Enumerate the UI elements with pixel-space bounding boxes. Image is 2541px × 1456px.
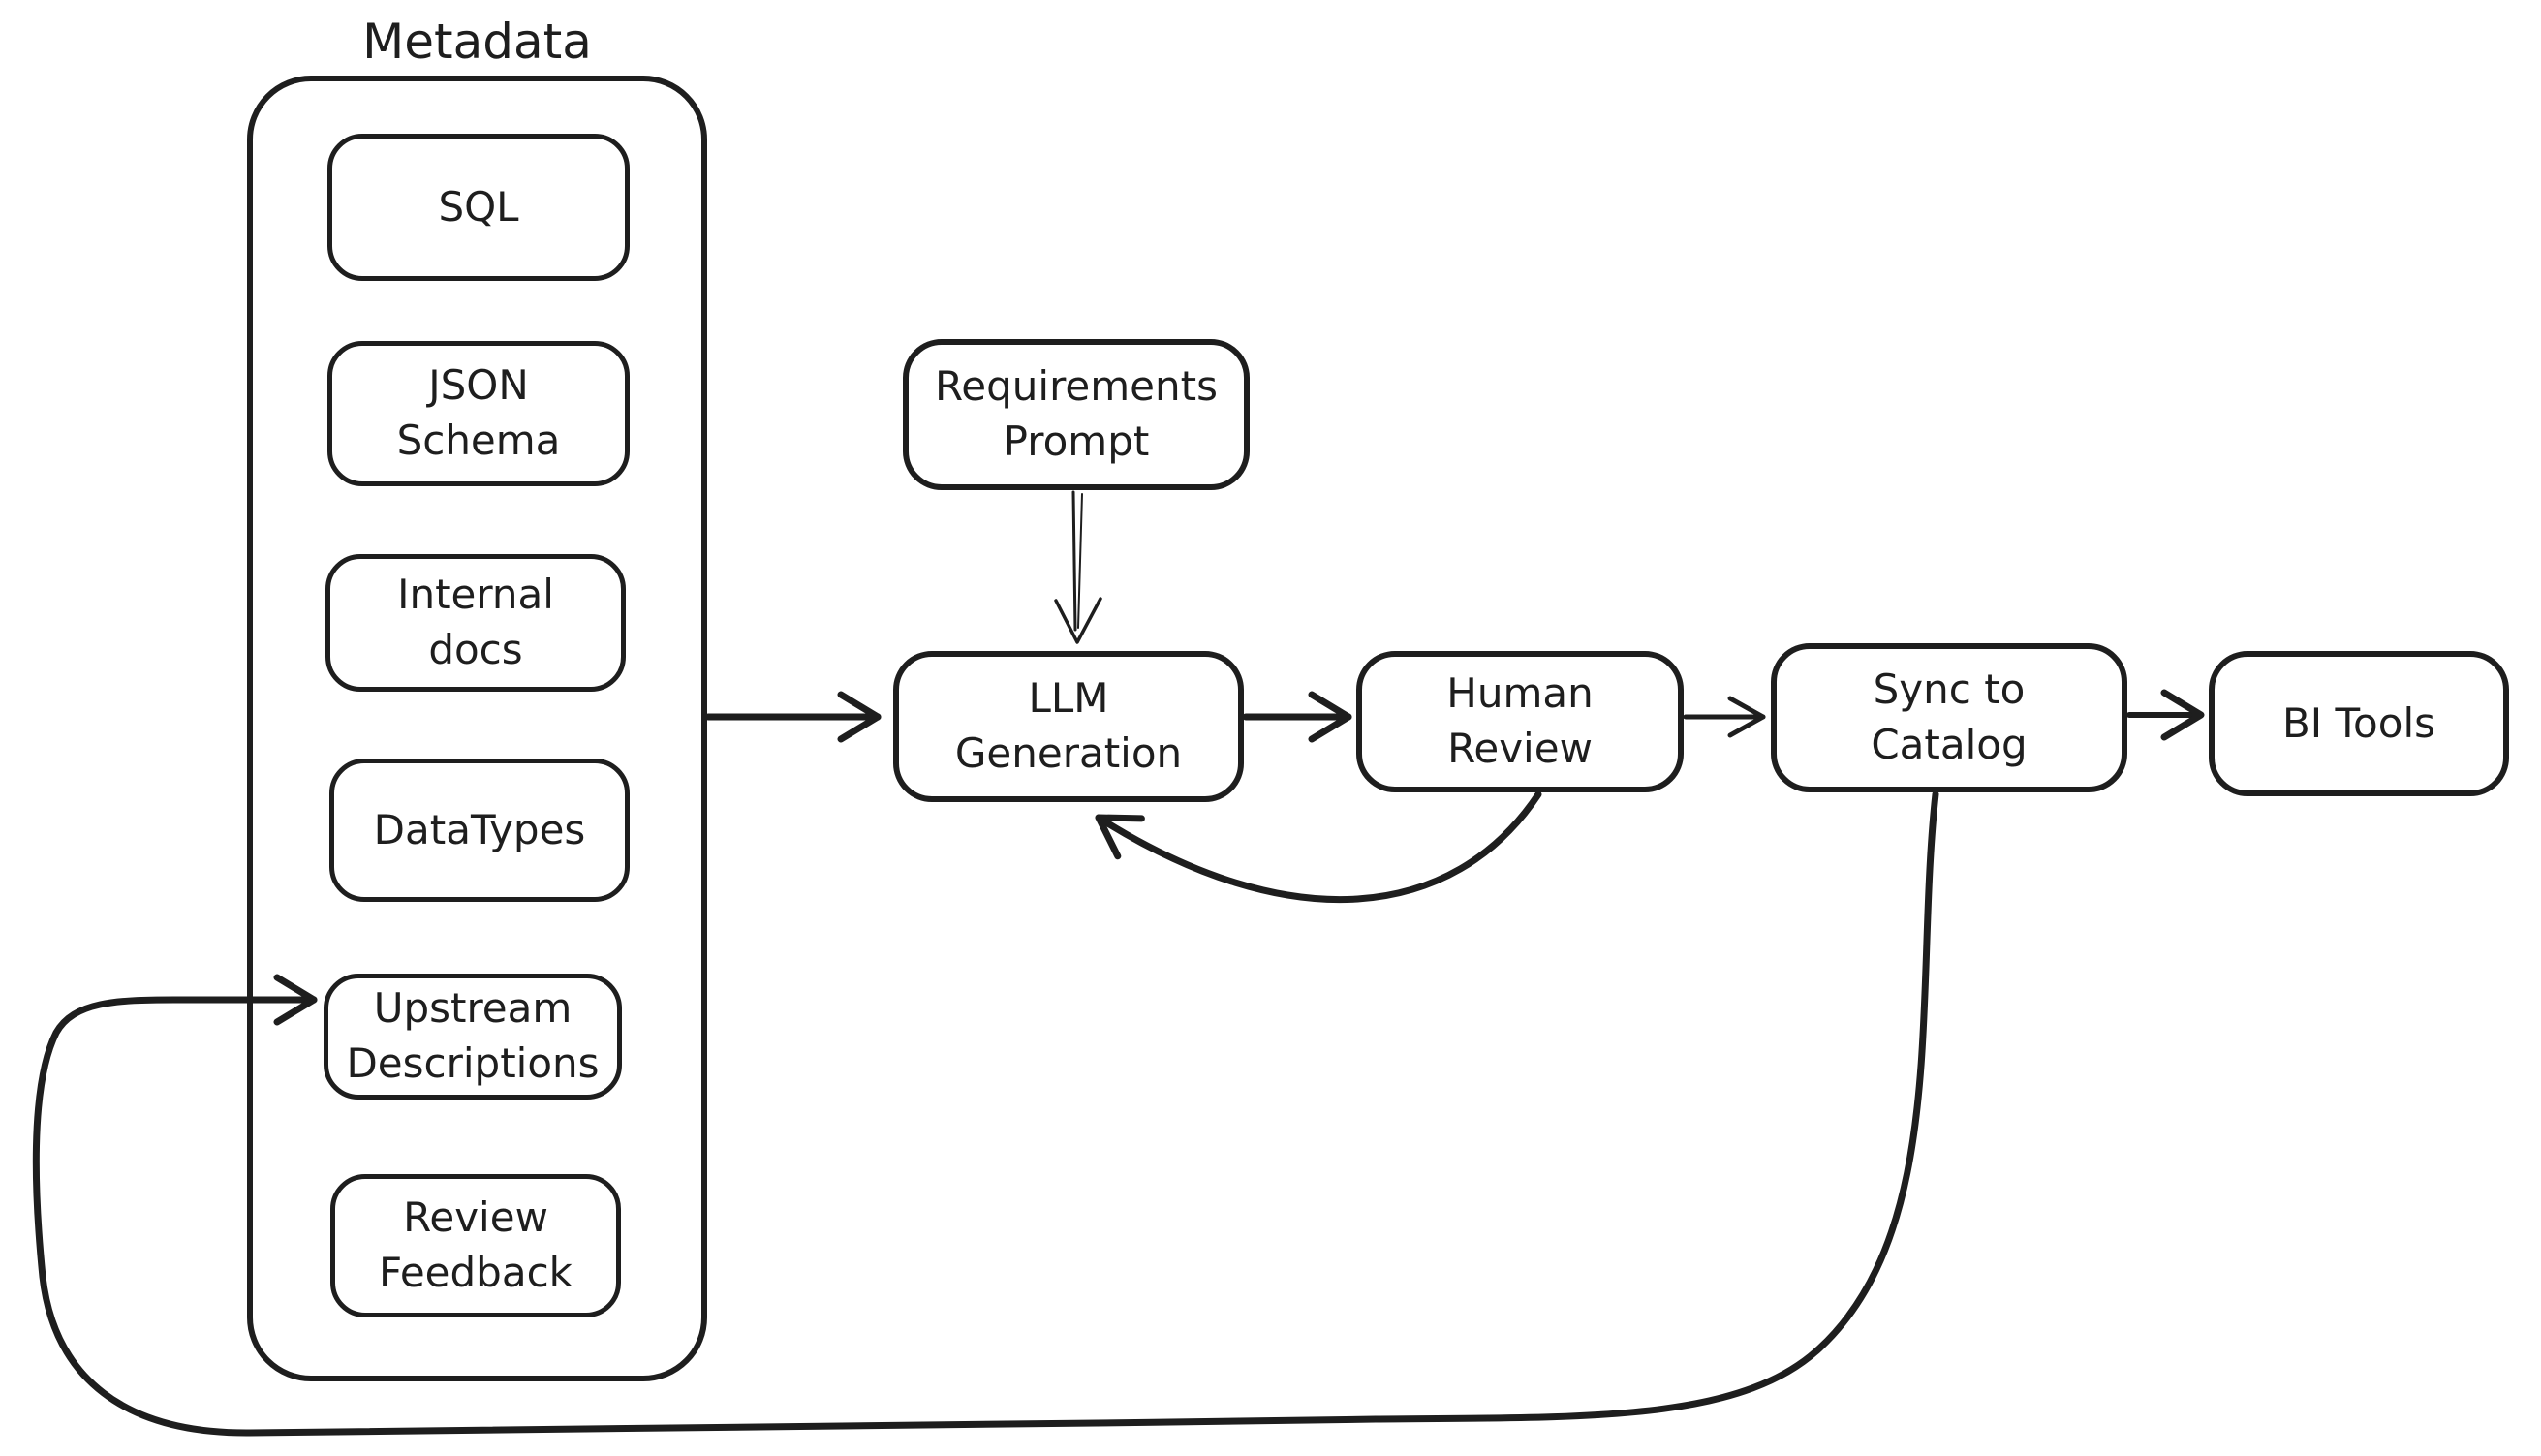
node-label: Human Review — [1446, 669, 1594, 772]
node-label: SQL — [438, 182, 519, 231]
node-label: Upstream Descriptions — [346, 984, 600, 1087]
node-label: BI Tools — [2281, 698, 2435, 747]
node-label: Requirements Prompt — [935, 362, 1218, 465]
node-sql: SQL — [327, 134, 630, 281]
node-human-review: Human Review — [1356, 651, 1684, 792]
node-internal-docs: Internal docs — [325, 554, 626, 692]
node-label: Sync to Catalog — [1871, 666, 2028, 768]
node-label: LLM Generation — [954, 674, 1183, 777]
metadata-group-label: Metadata — [362, 14, 592, 70]
node-bi-tools: BI Tools — [2209, 651, 2509, 796]
node-requirements-prompt: Requirements Prompt — [903, 339, 1250, 490]
edge-human-review-feedback-to-llm — [1095, 790, 1542, 904]
node-label: Review Feedback — [378, 1193, 573, 1296]
node-datatypes: DataTypes — [329, 759, 630, 902]
node-upstream-descriptions: Upstream Descriptions — [324, 974, 622, 1100]
node-label: JSON Schema — [396, 361, 561, 464]
node-sync-to-catalog: Sync to Catalog — [1771, 643, 2127, 792]
node-review-feedback: Review Feedback — [330, 1174, 621, 1317]
node-llm-generation: LLM Generation — [893, 651, 1244, 802]
node-label: Internal docs — [397, 571, 554, 673]
node-label: DataTypes — [373, 805, 586, 853]
edge-requirements-to-llm — [1054, 490, 1102, 644]
node-json-schema: JSON Schema — [327, 341, 630, 486]
